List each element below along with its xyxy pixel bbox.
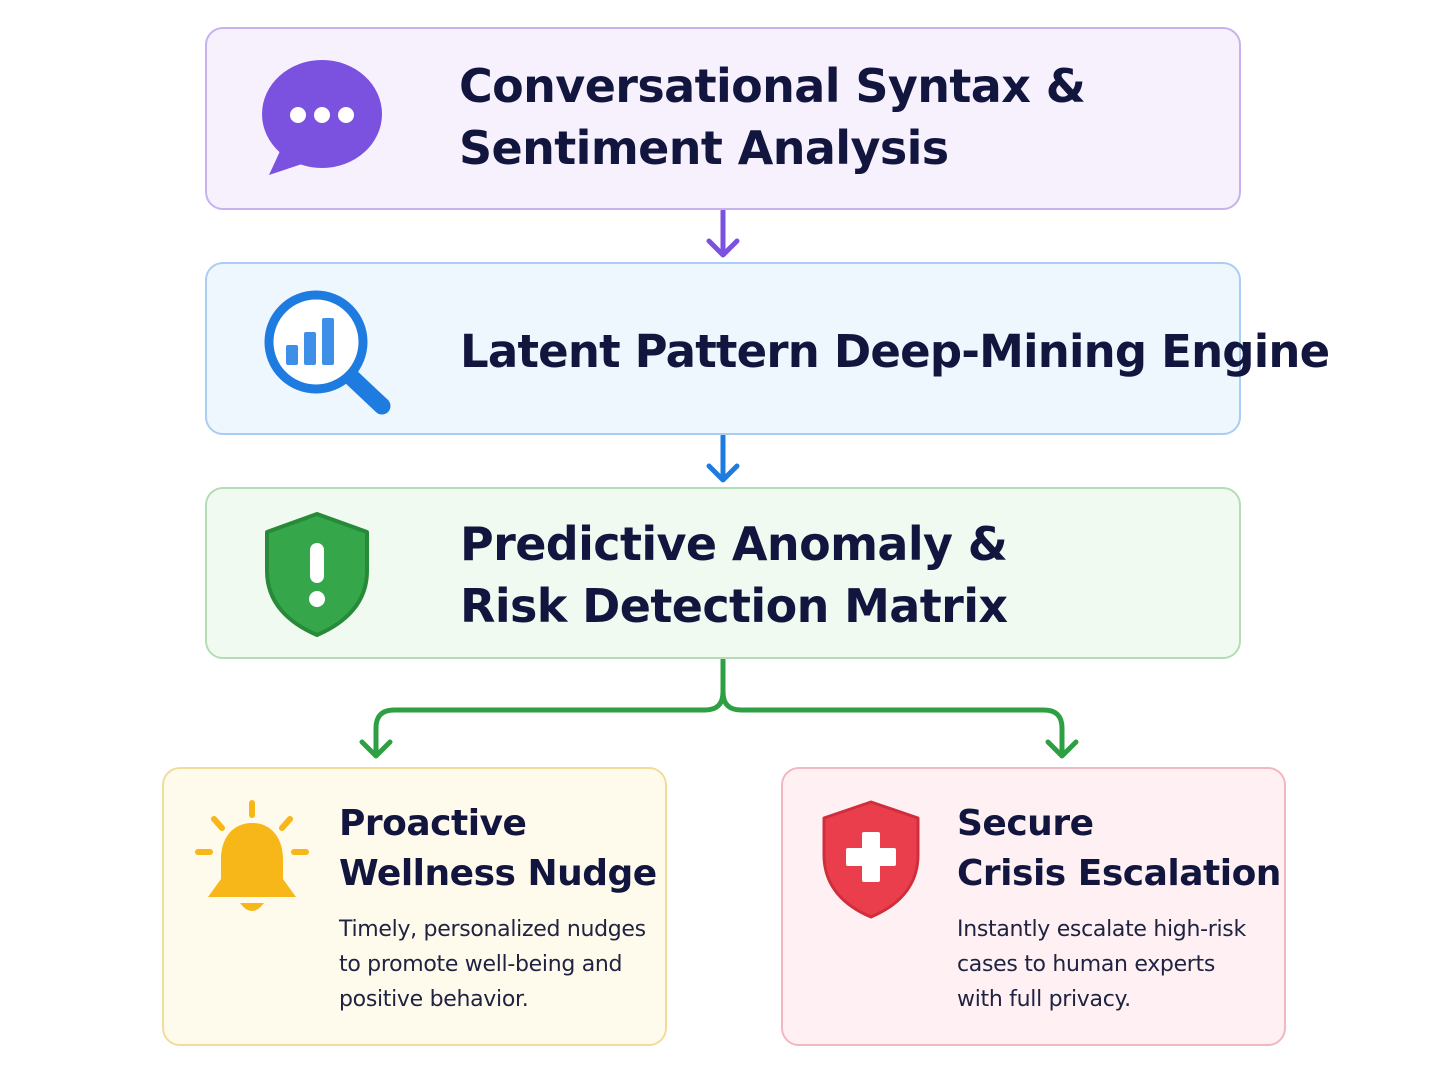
outcome-wellness-nudge: Proactive Wellness Nudge Timely, persona… [162,767,667,1046]
connector-step3-to-outcomes [359,657,1079,759]
outcome-description: Instantly escalate high-risk cases to hu… [957,917,1246,1012]
bell-icon [195,800,309,911]
connector-step1-to-step2 [706,208,740,258]
magnifier-chart-icon [264,290,391,415]
step-title: Conversational Syntax & Sentiment Analys… [459,59,1086,175]
outcome-description: Timely, personalized nudges to promote w… [339,917,646,1012]
shield-alert-icon [265,512,369,637]
step-title: Predictive Anomaly & Risk Detection Matr… [460,517,1008,633]
step-risk-detection: Predictive Anomaly & Risk Detection Matr… [205,487,1241,659]
outcome-title: Secure Crisis Escalation [957,803,1281,894]
chat-bubble-icon [262,60,382,175]
step-title: Latent Pattern Deep-Mining Engine [460,325,1330,378]
connector-step2-to-step3 [706,433,740,483]
shield-cross-icon [822,800,920,919]
step-sentiment-analysis: Conversational Syntax & Sentiment Analys… [205,27,1241,210]
outcome-title: Proactive Wellness Nudge [339,803,657,894]
outcome-crisis-escalation: Secure Crisis Escalation Instantly escal… [781,767,1286,1046]
step-pattern-mining: Latent Pattern Deep-Mining Engine [205,262,1330,435]
